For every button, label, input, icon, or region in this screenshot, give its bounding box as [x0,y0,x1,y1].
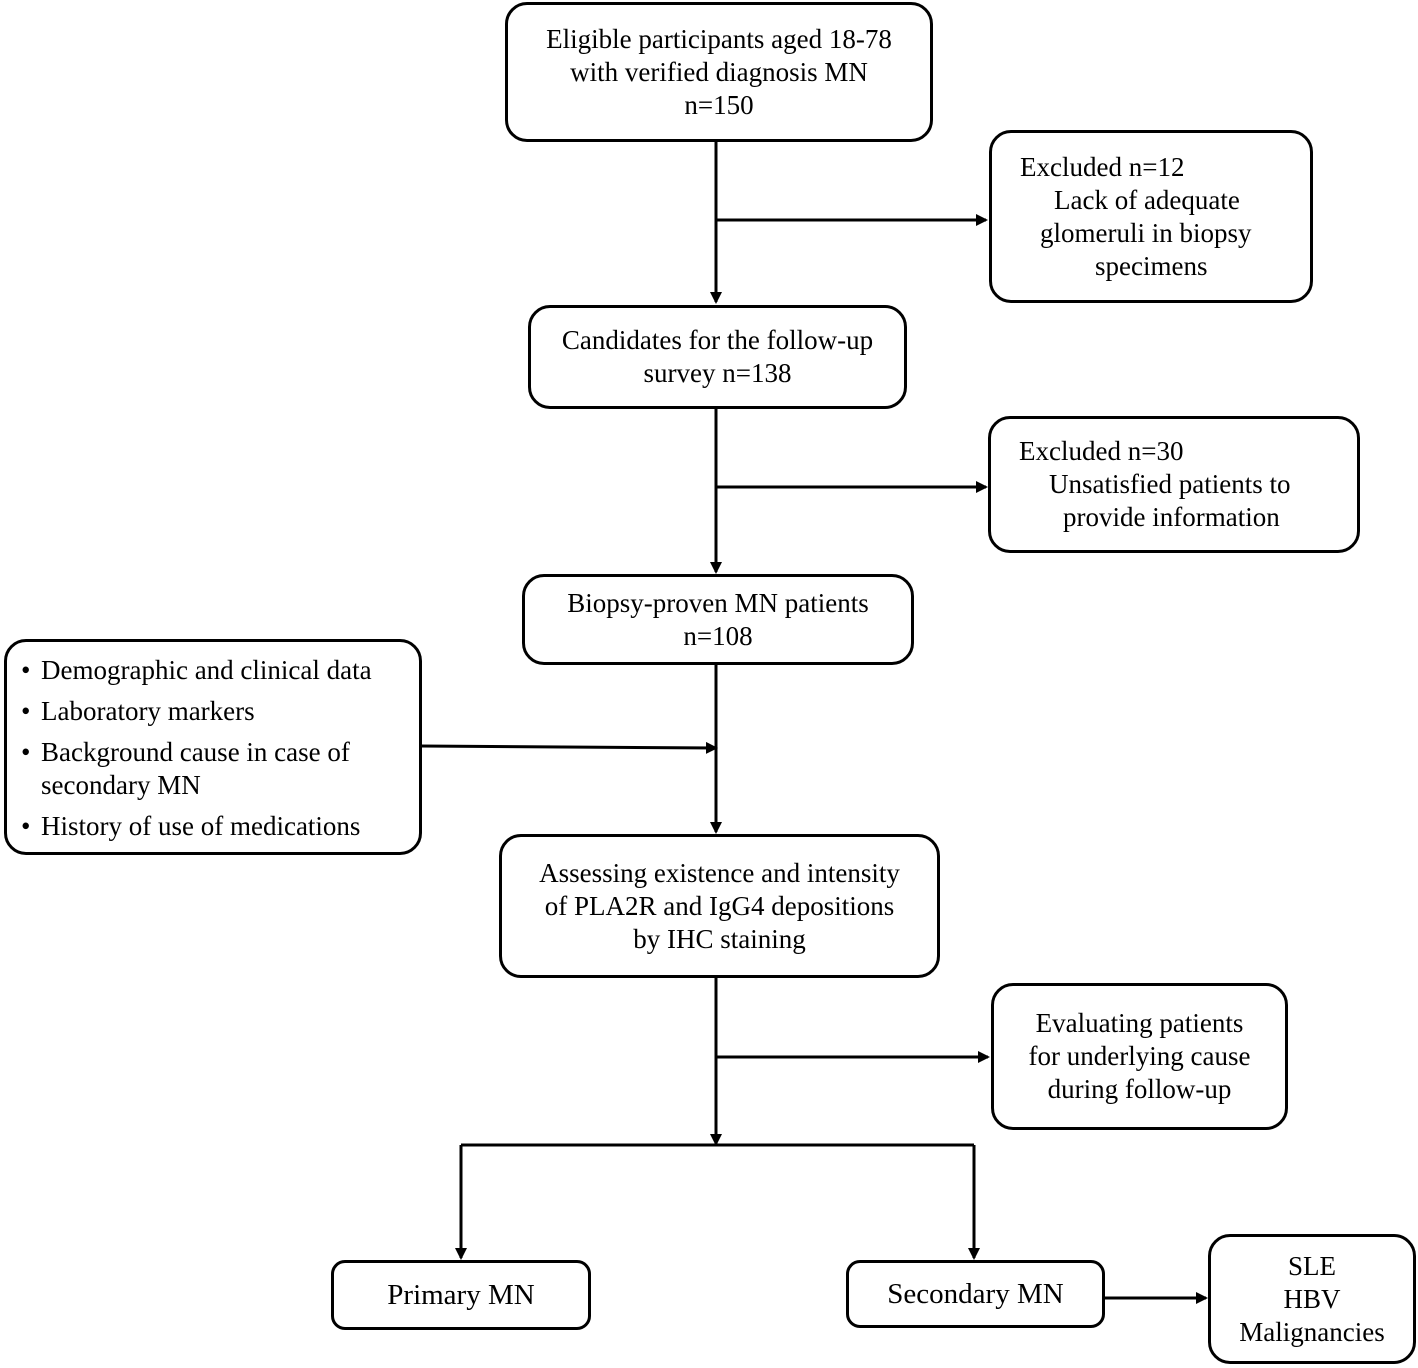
list-item-text-line-2: secondary MN [41,770,201,800]
cause-malignancies: Malignancies [1239,1316,1385,1347]
biopsy-proven-box: Biopsy-proven MN patients n=108 [522,574,914,665]
excluded1-heading: Excluded n=12 [1020,151,1185,182]
data-collected-box: • Demographic and clinical data • Labora… [4,639,422,855]
excluded1-line-2: glomeruli in biopsy [1040,217,1252,248]
list-item-text: Laboratory markers [41,696,255,726]
list-item-text: History of use of medications [41,811,361,841]
assessing-line-1: Assessing existence and intensity [539,857,900,888]
candidates-line-2: survey n=138 [643,358,792,388]
primary-mn-box: Primary MN [331,1260,591,1330]
excluded-n30-box: Excluded n=30 Unsatisfied patients to pr… [988,416,1360,553]
evaluating-box: Evaluating patients for underlying cause… [991,983,1288,1130]
list-item-text: Demographic and clinical data [41,655,372,685]
excluded2-line-2: provide information [1063,502,1280,532]
eligible-participants-box: Eligible participants aged 18-78 with ve… [505,2,933,142]
list-item-text-line-1: Background cause in case of [41,737,350,767]
excluded1-line-1: Lack of adequate [1054,184,1240,215]
eligible-line-2: with verified diagnosis MN [570,56,868,87]
excluded1-line-3: specimens [1095,250,1208,281]
excluded2-heading: Excluded n=30 [1019,436,1184,466]
evaluating-line-1: Evaluating patients [1035,1008,1244,1038]
cause-sle: SLE [1287,1250,1336,1281]
secondary-causes-box: SLE HBV Malignancies [1208,1234,1416,1364]
biopsy-line-2: n=108 [683,620,753,651]
candidates-box: Candidates for the follow-up survey n=13… [528,305,907,409]
candidates-line-1: Candidates for the follow-up [561,325,874,355]
list-item: • Laboratory markers [21,695,409,728]
biopsy-line-1: Biopsy-proven MN patients [567,587,869,618]
excluded-n12-box: Excluded n=12 Lack of adequate glomeruli… [989,130,1313,303]
evaluating-line-2: for underlying cause [1028,1041,1251,1071]
arrow-data-to-trunk [419,741,718,754]
data-collected-list: • Demographic and clinical data • Labora… [21,654,409,843]
assessing-box: Assessing existence and intensity of PLA… [499,834,940,978]
eligible-line-1: Eligible participants aged 18-78 [546,23,892,54]
bullet-icon: • [21,737,31,767]
list-item: • History of use of medications [21,810,409,843]
list-item: • Background cause in case of secondary … [21,736,409,802]
cause-hbv: HBV [1283,1283,1341,1314]
secondary-mn-box: Secondary MN [846,1260,1105,1328]
excluded2-line-1: Unsatisfied patients to [1049,469,1291,499]
assessing-line-3: by IHC staining [633,923,806,954]
evaluating-line-3: during follow-up [1047,1074,1232,1104]
assessing-line-2: of PLA2R and IgG4 depositions [544,890,895,921]
bullet-icon: • [21,696,31,726]
list-item: • Demographic and clinical data [21,654,409,687]
bullet-icon: • [21,655,31,685]
primary-mn-label: Primary MN [387,1278,535,1311]
secondary-mn-label: Secondary MN [887,1277,1064,1310]
eligible-line-3: n=150 [684,89,754,120]
bullet-icon: • [21,811,31,841]
